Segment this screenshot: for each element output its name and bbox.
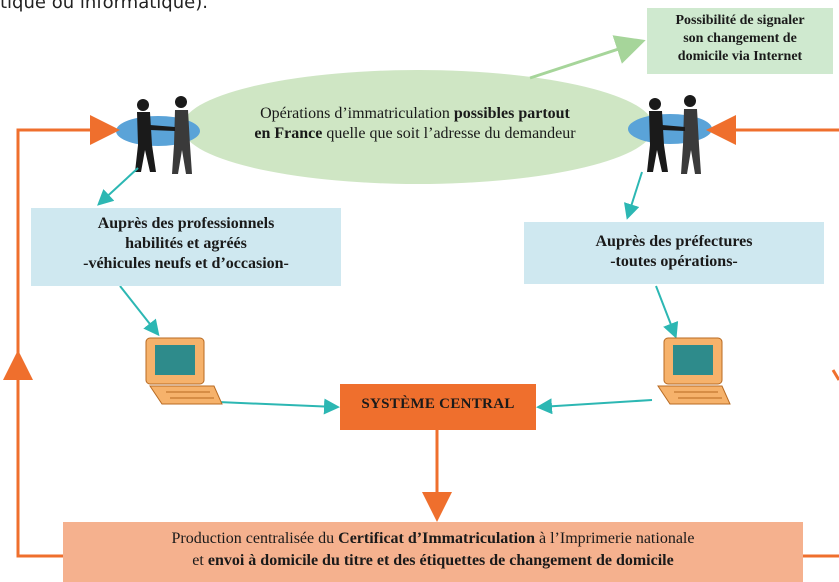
computer-terminal-icon: [657, 337, 731, 405]
production-line-2: et envoi à domicile du titre et des étiq…: [63, 550, 803, 572]
prefectures-line-2: -toutes opérations-: [610, 253, 738, 270]
production-text-3: et: [192, 552, 208, 569]
arrow-left-computer-to-central: [217, 398, 340, 415]
professionals-line-1: Auprès des professionnels: [97, 215, 275, 232]
production-bold-1: Certificat d’Immatriculation: [338, 530, 535, 547]
orange-loop-left: [16, 115, 120, 558]
operations-ellipse: [182, 70, 654, 184]
operations-bold-2: en France: [254, 125, 323, 142]
central-system-box: SYSTÈME CENTRAL: [340, 384, 536, 430]
note-line-3: domicile via Internet: [677, 49, 803, 64]
arrow-left-people-to-pro: [97, 167, 139, 206]
professionals-box: Auprès des professionnels habilités et a…: [31, 208, 341, 286]
computer-terminal-icon: [145, 337, 223, 405]
central-system-label: SYSTÈME CENTRAL: [361, 396, 515, 412]
people-handshake-icon: [135, 96, 192, 174]
arrow-right-people-to-pref: [624, 171, 643, 220]
professionals-line-2: habilités et agréés: [125, 235, 247, 252]
production-text-1: Production centralisée du: [171, 530, 339, 547]
prefectures-line-1: Auprès des préfectures: [595, 233, 753, 250]
note-line-1: Possibilité de signaler: [675, 13, 805, 28]
top-caption: tique ou informatique).: [0, 0, 208, 13]
operations-bold-1: possibles partout: [453, 105, 570, 122]
arrow-pref-to-right-computer: [655, 285, 679, 339]
internet-note: Possibilité de signaler son changement d…: [647, 8, 833, 74]
operations-text: Opérations d’immatriculation possibles p…: [205, 104, 625, 144]
production-line-1: Production centralisée du Certificat d’I…: [63, 528, 803, 550]
arrow-pro-to-left-computer: [119, 285, 160, 337]
arrow-right-computer-to-central: [536, 398, 653, 415]
note-line-2: son changement de: [683, 31, 797, 46]
prefectures-box: Auprès des préfectures -toutes opération…: [524, 222, 824, 284]
production-box: Production centralisée du Certificat d’I…: [63, 522, 803, 582]
arrow-to-note: [529, 35, 646, 80]
operations-text-1: Opérations d’immatriculation: [260, 105, 454, 122]
professionals-line-3: -véhicules neufs et d’occasion-: [83, 255, 289, 272]
production-text-2: à l’Imprimerie nationale: [534, 530, 695, 547]
production-bold-2: envoi à domicile du titre et des étiquet…: [207, 552, 674, 569]
orange-loop-right: [712, 130, 839, 558]
operations-text-2: quelle que soit l’adresse du demandeur: [322, 125, 576, 142]
orange-right-up-arrow: [831, 369, 839, 381]
